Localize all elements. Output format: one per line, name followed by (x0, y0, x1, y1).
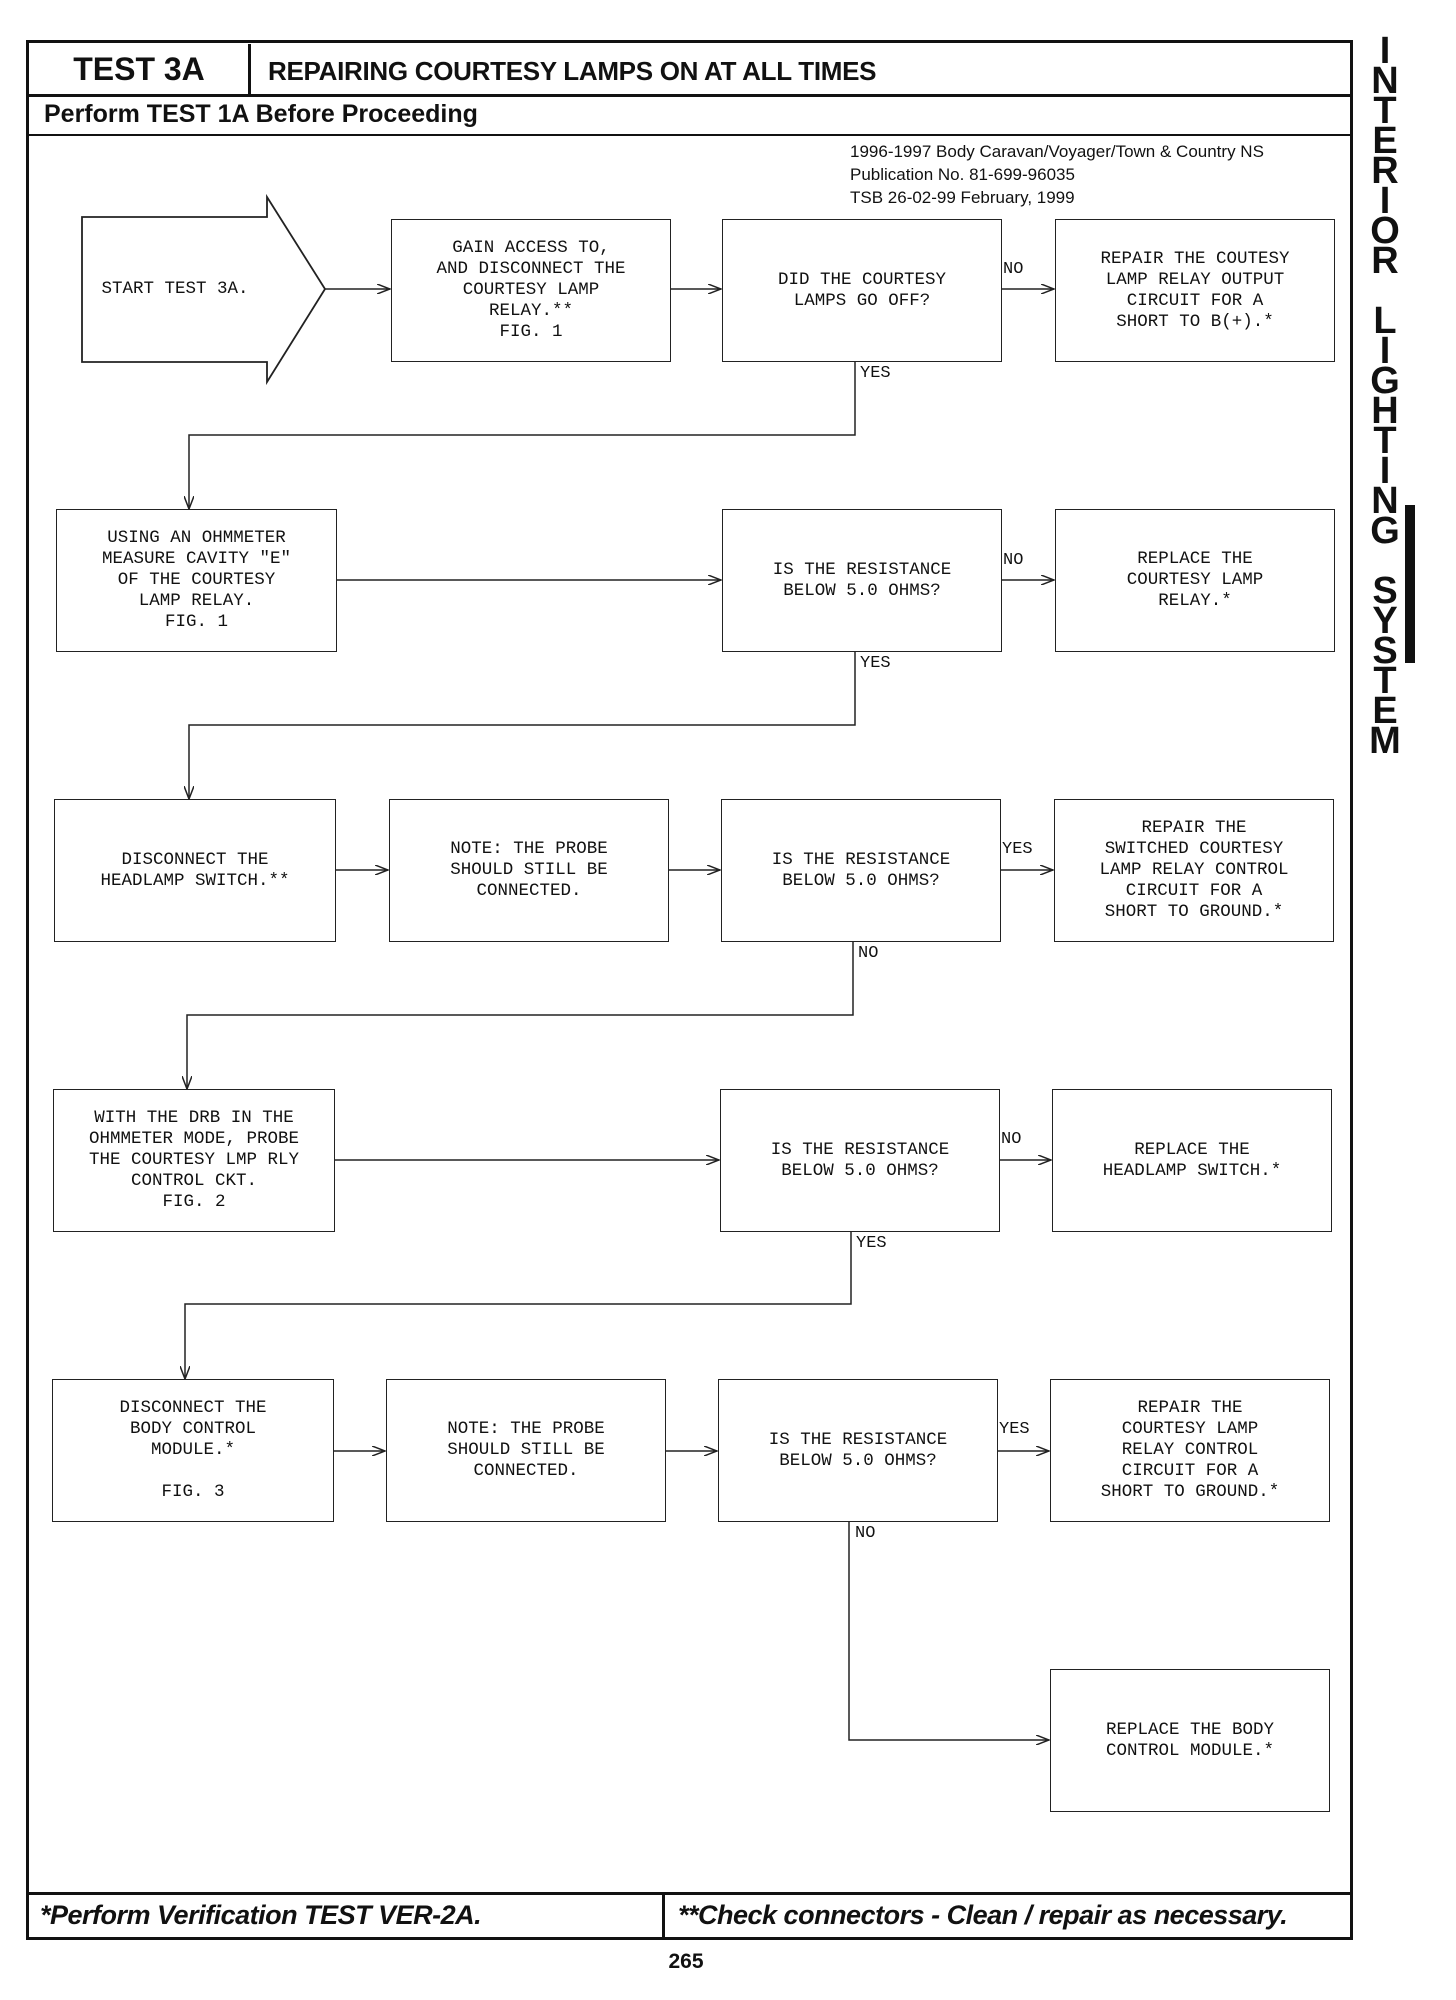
result-repair-relay-control: REPAIR THE COURTESY LAMP RELAY CONTROL C… (1050, 1379, 1330, 1522)
footnote-connectors: **Check connectors - Clean / repair as n… (678, 1900, 1288, 1930)
label-no: NO (855, 1524, 876, 1543)
footer-divider (26, 1892, 1353, 1895)
decision-resistance-4: IS THE RESISTANCE BELOW 5.0 OHMS? (718, 1379, 998, 1522)
page-title: REPAIRING COURTESY LAMPS ON AT ALL TIMES (268, 56, 877, 86)
label-yes: YES (860, 364, 891, 383)
label-yes: YES (999, 1420, 1030, 1439)
result-replace-headlamp-switch: REPLACE THE HEADLAMP SWITCH.* (1052, 1089, 1332, 1232)
step-measure-cavity-e: USING AN OHMMETER MEASURE CAVITY "E" OF … (56, 509, 337, 652)
publication-line-1: 1996-1997 Body Caravan/Voyager/Town & Co… (850, 142, 1264, 161)
publication-line-3: TSB 26-02-99 February, 1999 (850, 188, 1075, 207)
footnote-verification: *Perform Verification TEST VER-2A. (40, 1900, 482, 1930)
decision-resistance-1: IS THE RESISTANCE BELOW 5.0 OHMS? (722, 509, 1002, 652)
label-yes: YES (1002, 840, 1033, 859)
publication-line-2: Publication No. 81-699-96035 (850, 165, 1075, 184)
decision-resistance-2: IS THE RESISTANCE BELOW 5.0 OHMS? (721, 799, 1001, 942)
label-no: NO (1003, 551, 1024, 570)
note-probe-connected: NOTE: THE PROBE SHOULD STILL BE CONNECTE… (389, 799, 669, 942)
section-marker-bar (1405, 505, 1415, 663)
result-repair-relay-output: REPAIR THE COUTESY LAMP RELAY OUTPUT CIR… (1055, 219, 1335, 362)
label-yes: YES (856, 1234, 887, 1253)
step-gain-access-relay: GAIN ACCESS TO, AND DISCONNECT THE COURT… (391, 219, 671, 362)
page-frame (26, 40, 1353, 1940)
step-disconnect-headlamp-switch: DISCONNECT THE HEADLAMP SWITCH.** (54, 799, 336, 942)
footer-column-divider (662, 1892, 665, 1940)
start-arrow-shape (81, 193, 327, 386)
step-disconnect-bcm: DISCONNECT THE BODY CONTROL MODULE.* FIG… (52, 1379, 334, 1522)
label-no: NO (1003, 260, 1024, 279)
result-replace-bcm: REPLACE THE BODY CONTROL MODULE.* (1050, 1669, 1330, 1812)
label-no: NO (1001, 1130, 1022, 1149)
decision-lamps-off: DID THE COURTESY LAMPS GO OFF? (722, 219, 1002, 362)
start-test-label: START TEST 3A. (101, 278, 249, 299)
label-yes: YES (860, 654, 891, 673)
page-number: 265 (668, 1950, 704, 1973)
prerequisite-note: Perform TEST 1A Before Proceeding (44, 100, 478, 128)
note-probe-connected-2: NOTE: THE PROBE SHOULD STILL BE CONNECTE… (386, 1379, 666, 1522)
header-divider (26, 94, 1353, 97)
header-divider-2 (26, 134, 1353, 136)
decision-resistance-3: IS THE RESISTANCE BELOW 5.0 OHMS? (720, 1089, 1000, 1232)
label-no: NO (858, 944, 879, 963)
step-drb-ohmmeter: WITH THE DRB IN THE OHMMETER MODE, PROBE… (53, 1089, 335, 1232)
result-repair-switched-circuit: REPAIR THE SWITCHED COURTESY LAMP RELAY … (1054, 799, 1334, 942)
result-replace-relay: REPLACE THE COURTESY LAMP RELAY.* (1055, 509, 1335, 652)
